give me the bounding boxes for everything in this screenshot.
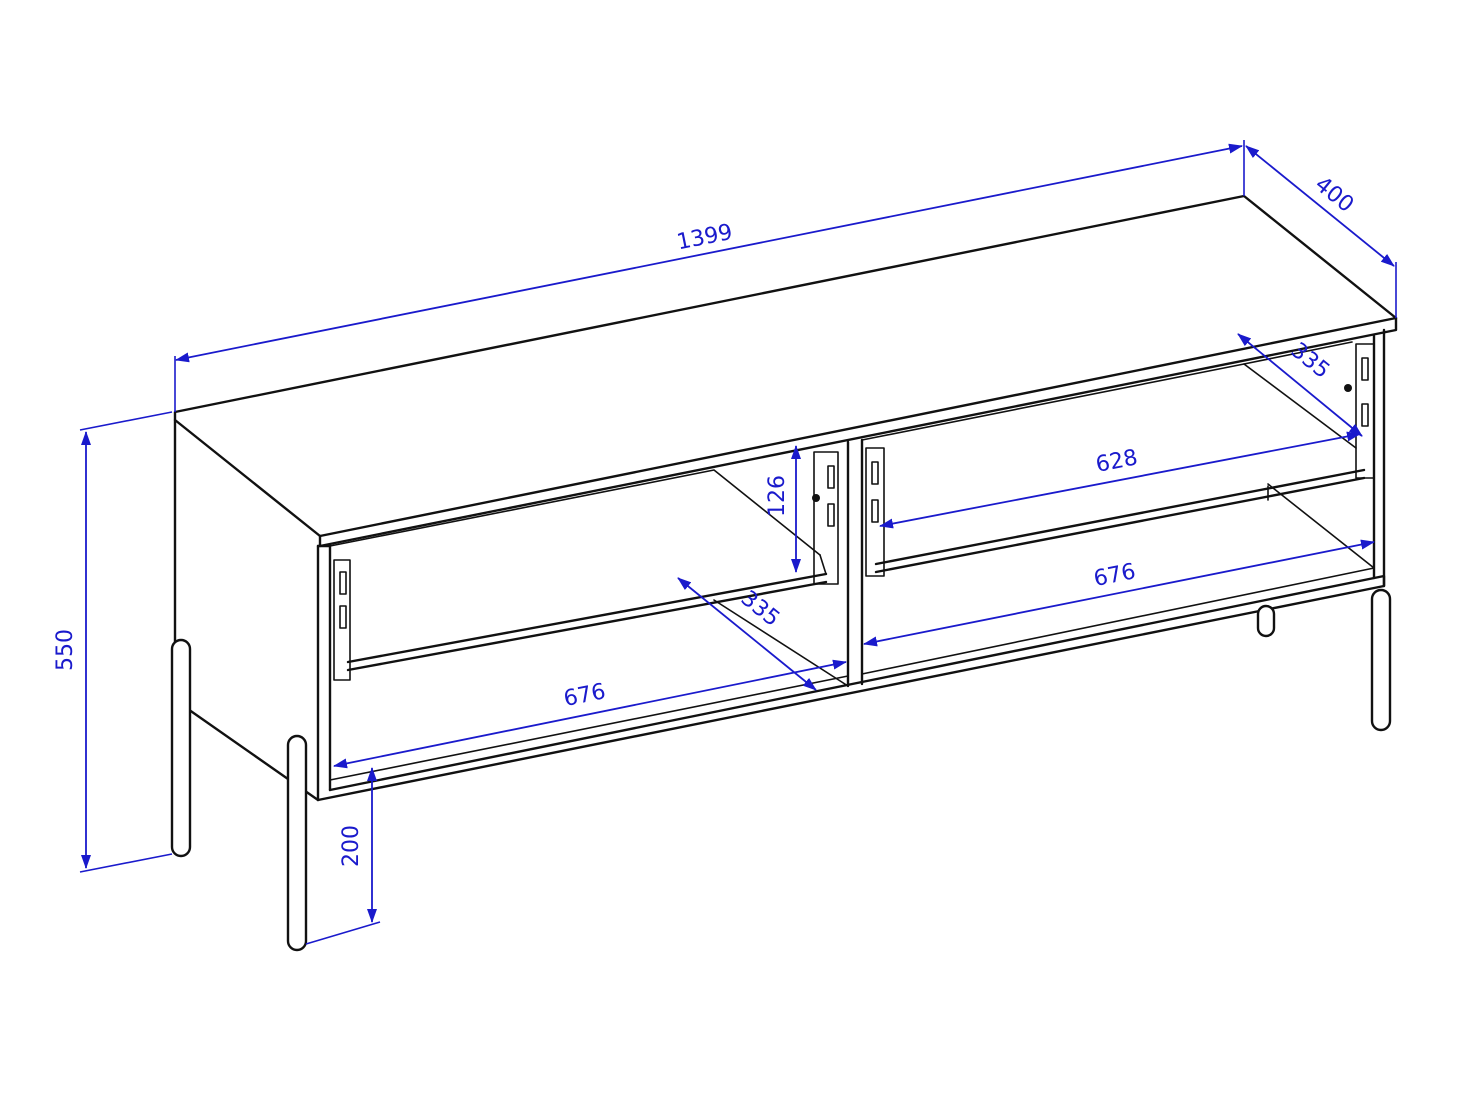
dim-label-right-bottom-width: 676	[1092, 559, 1138, 592]
dim-label-leg-height: 200	[339, 825, 364, 867]
dimensions: 1399 400 550 200 126 628 676 676 335 335	[53, 140, 1397, 945]
right-shelf	[874, 468, 1366, 574]
dim-line-left-bottom-width	[333, 659, 847, 769]
dim-line-right-bottom-width	[863, 539, 1375, 647]
top-board-front-edge	[318, 316, 1398, 548]
dim-label-right-shelf-width: 628	[1094, 445, 1140, 478]
leg-back-right	[1256, 604, 1276, 638]
dim-line-right-shelf-width	[879, 431, 1361, 529]
leg-front-left	[286, 734, 308, 952]
middle-divider	[846, 438, 864, 688]
dim-label-overall-height: 550	[53, 629, 78, 671]
dim-label-left-shelf-gap: 126	[765, 475, 790, 517]
leg-front-right	[1370, 588, 1392, 732]
leg-back-left	[170, 638, 192, 858]
dim-line-left-shelf-depth	[677, 577, 817, 691]
left-side-panel	[173, 418, 320, 802]
dim-label-left-shelf-depth: 335	[736, 586, 784, 632]
dim-line-overall-width	[175, 143, 1243, 363]
dim-line-right-shelf-depth	[1237, 333, 1363, 437]
dim-label-left-bottom-width: 676	[562, 679, 608, 712]
back-edge-right	[861, 341, 1353, 441]
back-edge-left	[329, 469, 821, 556]
bottom-front-rail	[316, 574, 1386, 802]
dim-label-overall-depth: 400	[1310, 172, 1358, 218]
legs	[170, 588, 1392, 952]
dim-line-overall-depth	[1245, 145, 1395, 267]
